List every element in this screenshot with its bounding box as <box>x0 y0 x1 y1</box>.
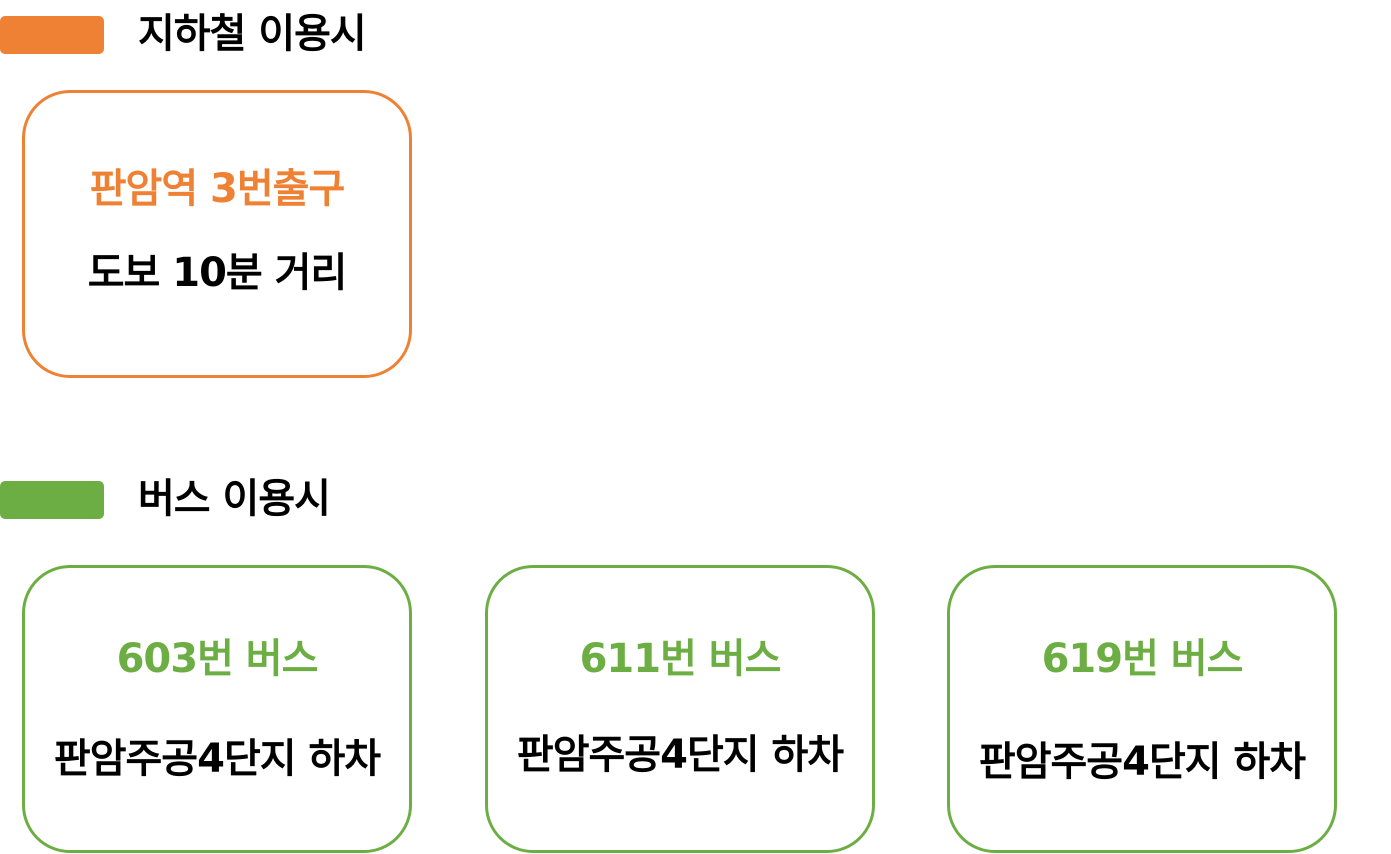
bus-number-label: 611번 버스 <box>579 636 782 682</box>
subway-section-bar <box>0 16 104 54</box>
bus-section-title: 버스 이용시 <box>138 476 331 522</box>
subway-info-card: 판암역 3번출구 도보 10분 거리 <box>22 90 412 378</box>
bus-number-label: 619번 버스 <box>1041 636 1244 682</box>
bus-stop-label: 판암주공4단지 하차 <box>978 739 1306 785</box>
bus-info-card: 603번 버스 판암주공4단지 하차 <box>22 565 412 853</box>
bus-stop-label: 판암주공4단지 하차 <box>53 736 381 782</box>
bus-info-card: 611번 버스 판암주공4단지 하차 <box>485 565 875 853</box>
bus-section-bar <box>0 481 104 519</box>
bus-info-card: 619번 버스 판암주공4단지 하차 <box>947 565 1337 853</box>
bus-stop-label: 판암주공4단지 하차 <box>516 732 844 778</box>
subway-walk-distance: 도보 10분 거리 <box>87 250 348 296</box>
subway-station-label: 판암역 3번출구 <box>89 166 346 212</box>
bus-number-label: 603번 버스 <box>116 636 319 682</box>
subway-section-title: 지하철 이용시 <box>138 11 367 57</box>
